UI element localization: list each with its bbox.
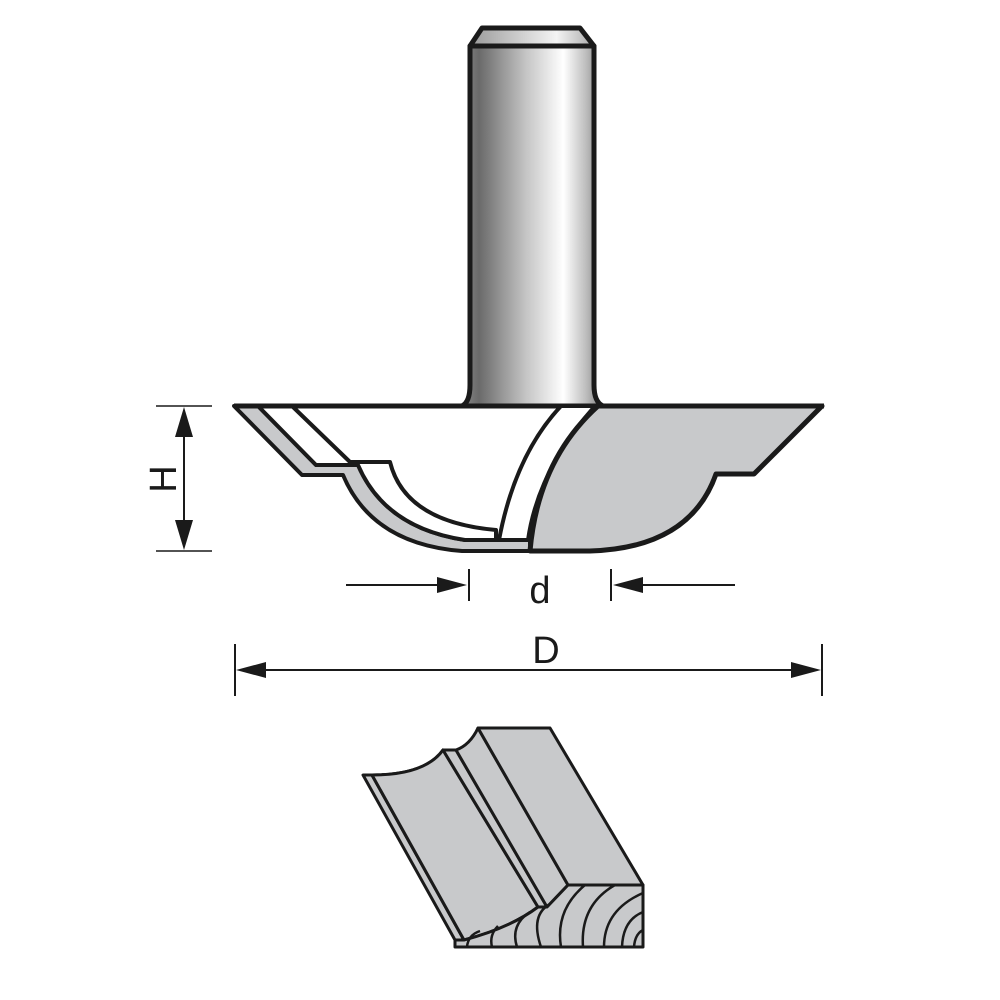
h-label: H [143,465,185,492]
D-label: D [532,630,559,672]
arrow-right-icon [791,662,821,678]
arrow-left-icon [613,577,643,593]
arrow-right-icon [437,577,467,593]
shank [459,25,606,409]
carbide-wing [527,403,825,554]
profile-sample [361,726,645,949]
wood-grain-rings [465,883,644,948]
bearing-diameter-dimension: d [346,569,735,612]
cutter-head [232,403,825,554]
shank-body [459,43,606,409]
shank-chamfer [467,25,597,49]
arrow-down-icon [175,520,193,550]
arrow-left-icon [236,662,266,678]
overall-diameter-dimension: D [234,630,823,696]
height-dimension: H [143,405,212,552]
arrow-up-icon [175,407,193,437]
d-label: d [529,570,550,612]
cutter-face [256,404,498,542]
